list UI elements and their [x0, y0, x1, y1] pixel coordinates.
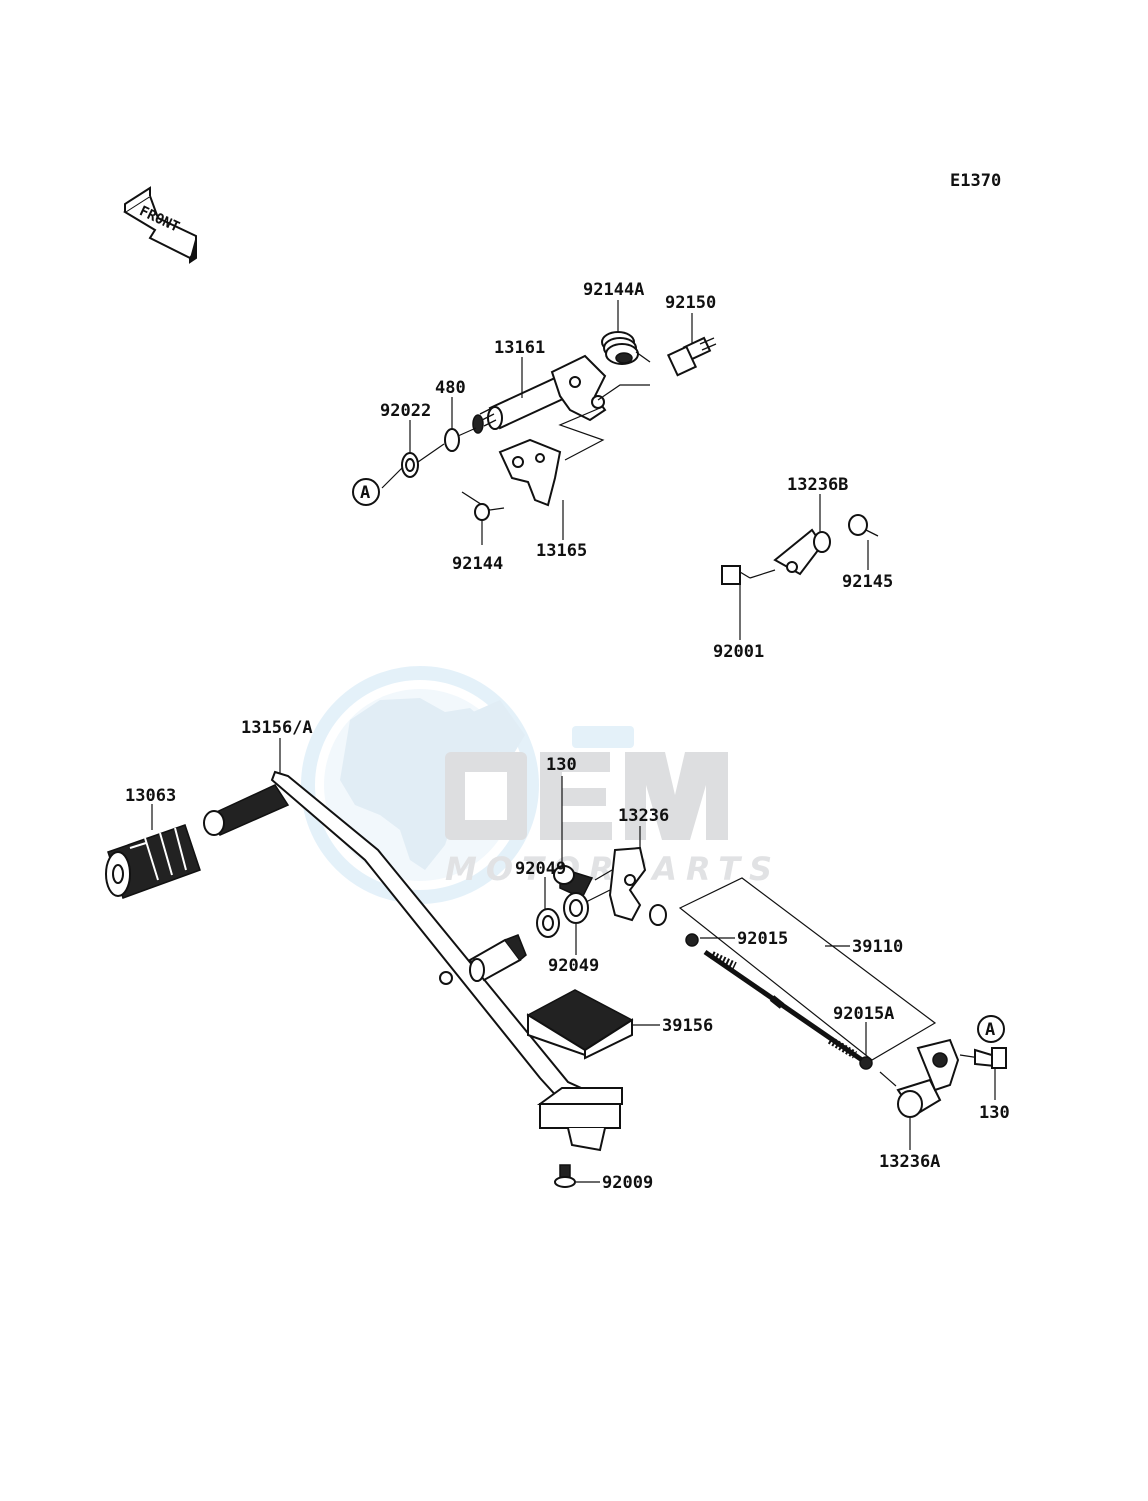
- label-92015: 92015: [737, 929, 788, 949]
- label-13165: 13165: [536, 541, 587, 561]
- pedal-pad-39156: [526, 989, 634, 1060]
- label-13236: 13236: [618, 806, 669, 826]
- reference-marker-a-2: A: [977, 1015, 1005, 1043]
- circlip-480: [444, 428, 460, 452]
- arm-assembly-13236b: [721, 514, 879, 585]
- plate-13165: [498, 438, 562, 507]
- label-92150: 92150: [665, 293, 716, 313]
- label-92015A: 92015A: [833, 1004, 894, 1024]
- label-13236A: 13236A: [879, 1152, 940, 1172]
- watermark-sub: MOTORPARTS: [445, 850, 781, 888]
- svg-text:A: A: [985, 1020, 995, 1040]
- label-130-upper: 130: [546, 755, 577, 775]
- front-direction-arrow: FRONT: [123, 186, 197, 264]
- label-13063: 13063: [125, 786, 176, 806]
- label-92049-upper: 92049: [515, 859, 566, 879]
- label-92049-lower: 92049: [548, 956, 599, 976]
- label-39156: 39156: [662, 1016, 713, 1036]
- lever-13236: [553, 846, 667, 926]
- leader-lines: [151, 300, 996, 1183]
- pedal-rubber-13063: [105, 824, 201, 899]
- label-92145: 92145: [842, 572, 893, 592]
- shift-shaft-13161: [472, 354, 607, 434]
- spring-92144a: [601, 331, 651, 365]
- part-labels: 92144A 92150 13161 480 92022 92144 13165…: [125, 280, 1010, 1193]
- label-92144A: 92144A: [583, 280, 644, 300]
- label-480: 480: [435, 378, 466, 398]
- watermark: MOTORPARTS: [301, 666, 781, 904]
- tie-rod-39110: [678, 877, 937, 1070]
- spring-92144: [461, 491, 505, 521]
- pedal-peg: [203, 784, 290, 836]
- bolt-92009: [554, 1164, 576, 1188]
- washer-92022: [401, 452, 419, 478]
- shift-shaft-assembly: [381, 331, 717, 521]
- label-92022: 92022: [380, 401, 431, 421]
- label-13156A: 13156/A: [241, 718, 313, 738]
- label-130-lower: 130: [979, 1103, 1010, 1123]
- label-13236B: 13236B: [787, 475, 848, 495]
- gear-pedal-lever: [270, 770, 623, 1152]
- reference-marker-a-1: A: [352, 478, 380, 506]
- joint-13236a: [879, 1038, 1007, 1118]
- label-92001: 92001: [713, 642, 764, 662]
- label-92009: 92009: [602, 1173, 653, 1193]
- bolt-92150: [666, 336, 717, 377]
- svg-text:A: A: [360, 483, 370, 503]
- pedal-shaft: [468, 934, 527, 982]
- label-92144: 92144: [452, 554, 503, 574]
- label-13161: 13161: [494, 338, 545, 358]
- label-39110: 39110: [852, 937, 903, 957]
- diagram-code: E1370: [950, 171, 1001, 191]
